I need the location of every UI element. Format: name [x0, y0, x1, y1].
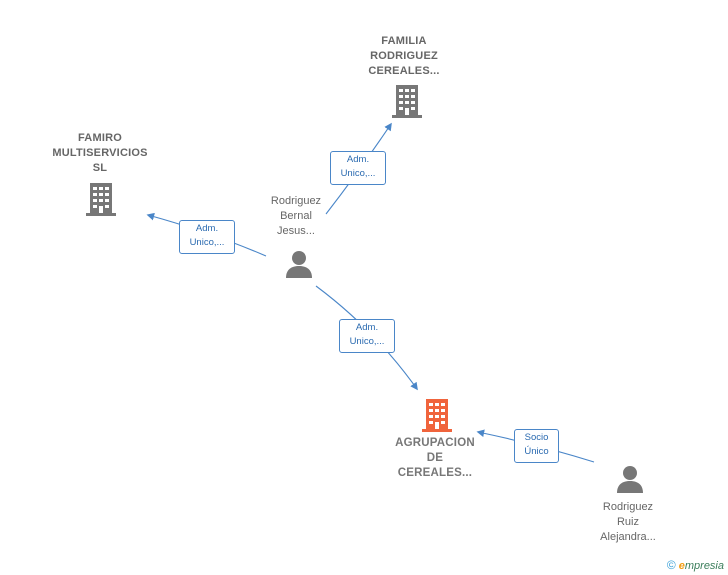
node-famiro-label-line3: SL — [92, 162, 108, 174]
node-agrupacion-line3: CEREALES... — [397, 467, 473, 479]
node-famiro-label[interactable]: FAMIRO MULTISERVICIOS SL — [40, 131, 160, 176]
edge-label-line2: Unico,... — [189, 237, 225, 248]
node-famiro-label-line1: FAMIRO — [78, 132, 122, 144]
node-rodriguez-bernal-line2: Bernal — [280, 210, 312, 222]
node-familia-label-line3: CEREALES... — [368, 65, 440, 77]
node-rodriguez-ruiz-line2: Ruiz — [616, 516, 639, 528]
edge-label-line1: Adm. — [195, 223, 219, 234]
node-familia-label-line1: FAMILIA — [381, 35, 427, 47]
person-icon[interactable] — [283, 249, 315, 279]
person-icon[interactable] — [614, 464, 646, 494]
node-familia-label-line2: RODRIGUEZ — [370, 50, 438, 62]
node-famiro-label-line2: MULTISERVICIOS — [52, 147, 148, 159]
building-icon[interactable] — [84, 181, 118, 217]
building-icon[interactable] — [420, 397, 454, 433]
edge-label-line2: Único — [524, 446, 549, 457]
node-familia-label[interactable]: FAMILIA RODRIGUEZ CEREALES... — [354, 34, 454, 79]
edge-label-to-agrupacion[interactable]: Adm. Unico,... — [339, 319, 395, 353]
node-agrupacion-line2: DE — [426, 452, 444, 464]
edge-label-line1: Adm. — [346, 154, 370, 165]
edge-label-line2: Unico,... — [340, 168, 376, 179]
brand-e: e — [678, 560, 685, 572]
edge-label-to-familia[interactable]: Adm. Unico,... — [330, 151, 386, 185]
node-rodriguez-bernal-line1: Rodriguez — [270, 195, 322, 207]
copyright-symbol: © — [666, 558, 676, 572]
empresia-logo: © empresia — [667, 558, 724, 572]
node-rodriguez-bernal-line3: Jesus... — [277, 225, 315, 237]
building-icon[interactable] — [390, 83, 424, 119]
node-rodriguez-ruiz-line1: Rodriguez — [602, 501, 654, 513]
edge-label-line2: Unico,... — [349, 336, 385, 347]
node-rodriguez-ruiz-label[interactable]: Rodriguez Ruiz Alejandra... — [584, 500, 672, 545]
edge-label-line1: Socio — [524, 432, 549, 443]
edge-label-ruiz-to-agrupacion[interactable]: Socio Único — [514, 429, 559, 463]
edge-label-line1: Adm. — [355, 322, 379, 333]
edge-label-to-famiro[interactable]: Adm. Unico,... — [179, 220, 235, 254]
brand-name: mpresia — [684, 560, 724, 572]
node-agrupacion-label[interactable]: AGRUPACION DE CEREALES... — [380, 436, 490, 481]
node-agrupacion-line1: AGRUPACION — [395, 437, 475, 449]
node-rodriguez-ruiz-line3: Alejandra... — [600, 531, 656, 543]
node-rodriguez-bernal-label[interactable]: Rodriguez Bernal Jesus... — [256, 194, 336, 239]
